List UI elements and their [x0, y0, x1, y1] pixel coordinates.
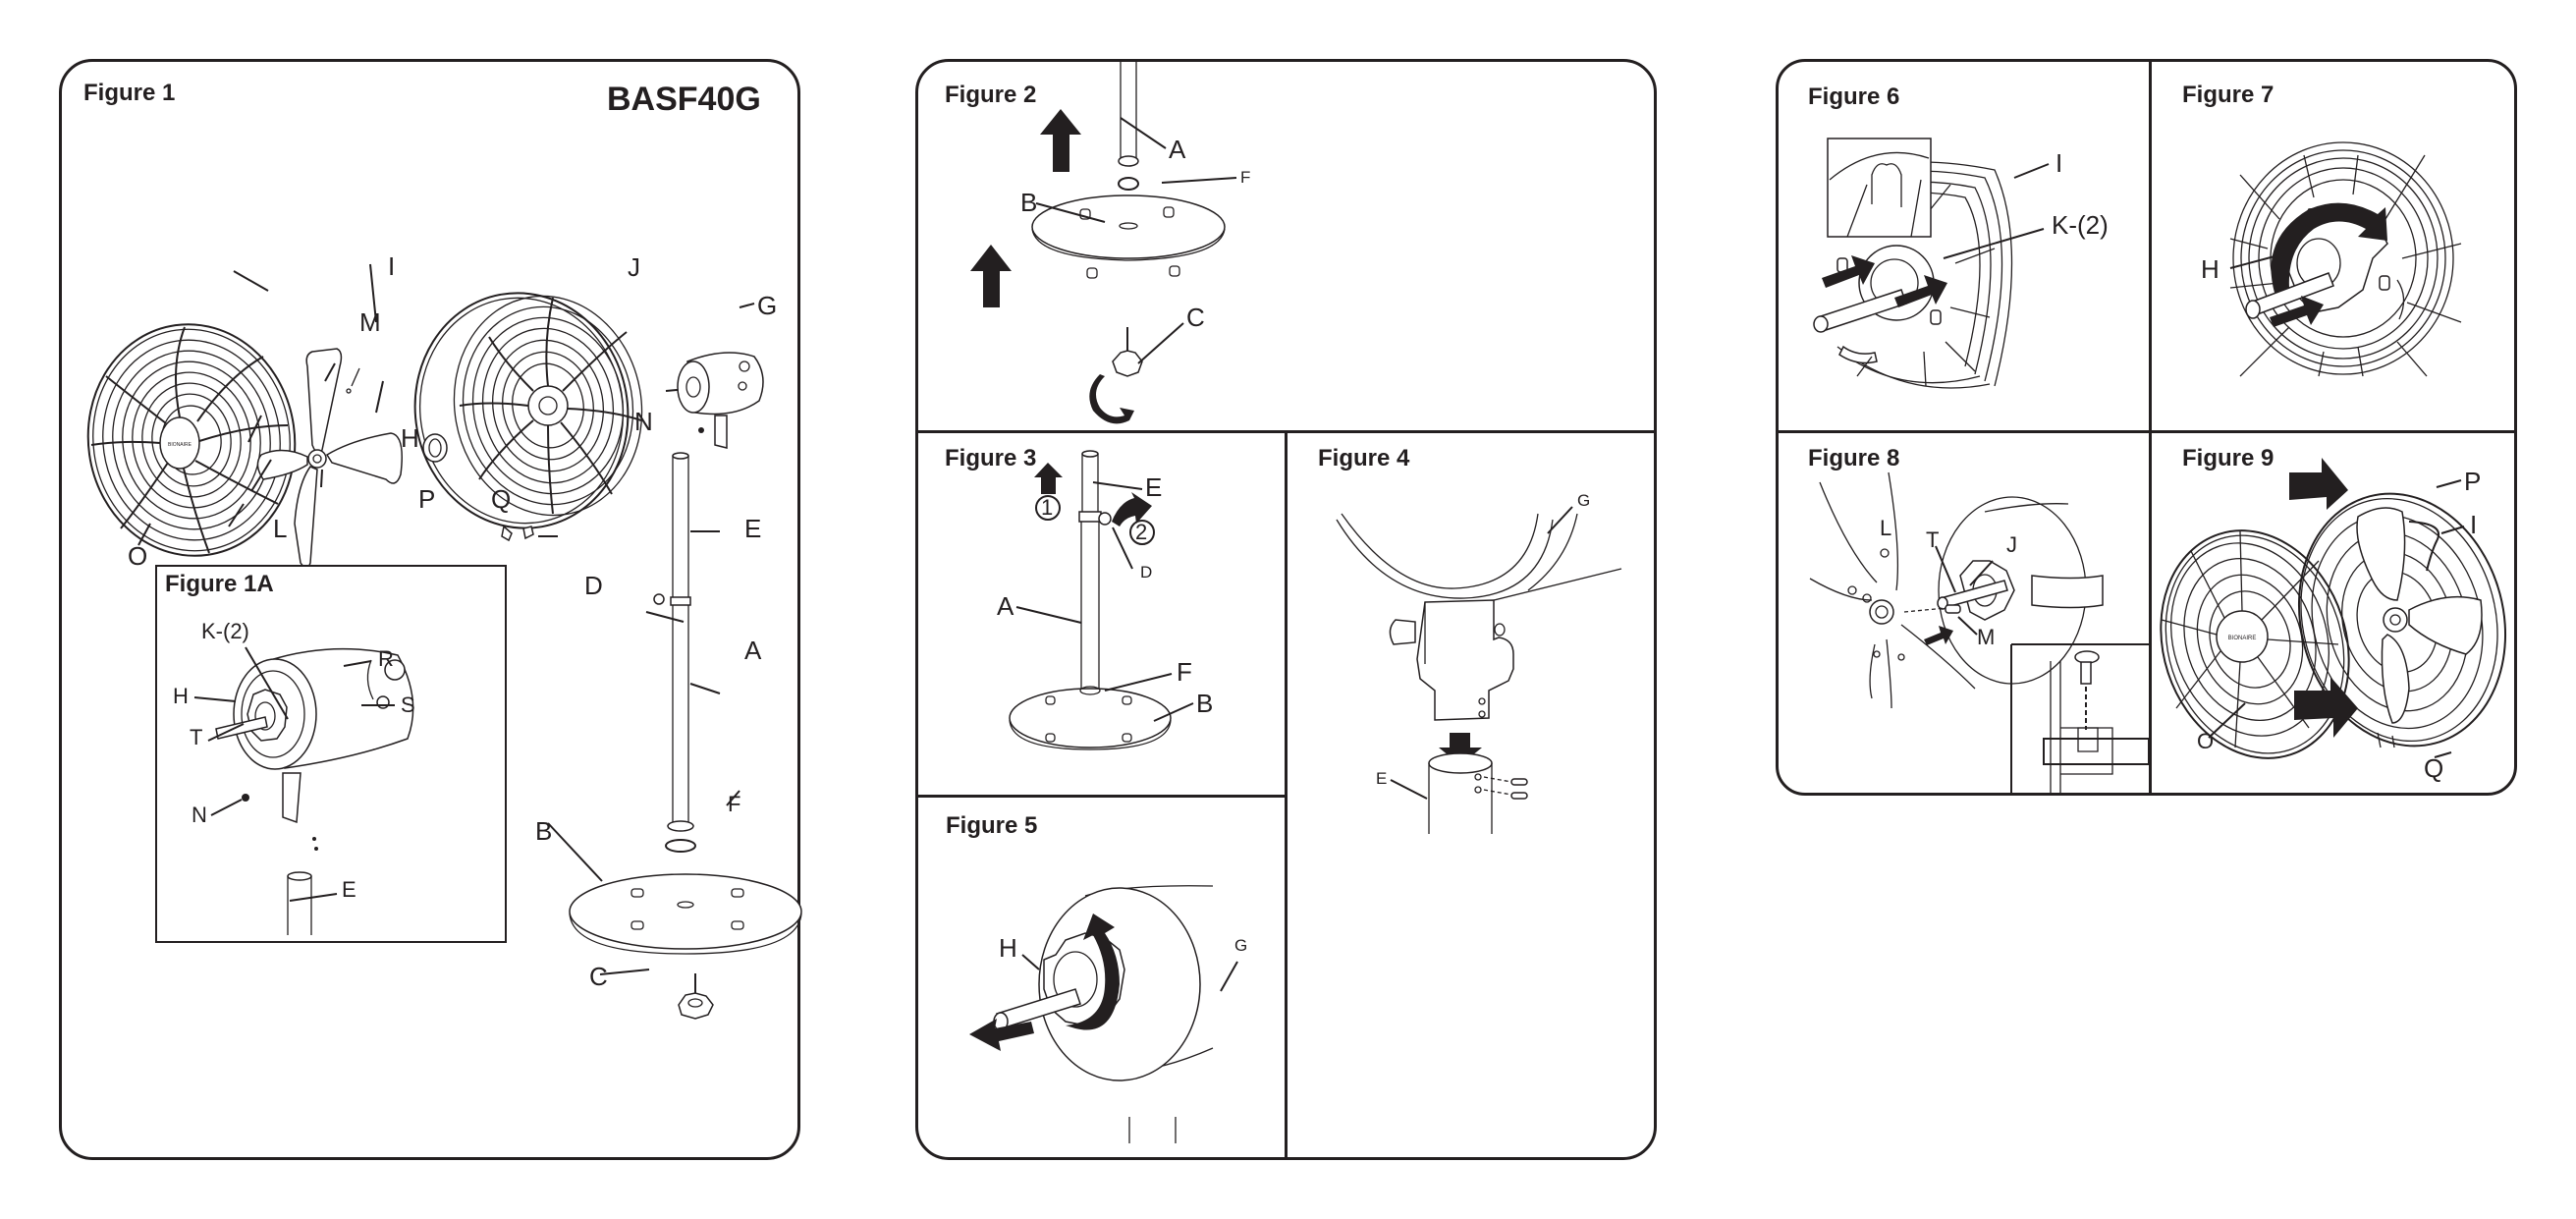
motor-detail-illustration: [226, 640, 422, 935]
motor-head-illustration: [666, 342, 774, 460]
figure-5-cell: Figure 5 H G: [918, 798, 1285, 1157]
label-E: E: [744, 514, 762, 543]
fig3-label-D: D: [1140, 563, 1153, 582]
label-F: F: [728, 792, 741, 816]
fig9-label-I: I: [2470, 510, 2478, 539]
figures-2-5-panel: Figure 2: [915, 59, 1657, 1160]
fig2-label-F: F: [1240, 168, 1251, 187]
fig2-label-B: B: [1020, 188, 1038, 217]
figure-9-illustration: BIONAIRE: [2152, 458, 2514, 793]
label-1a-E: E: [342, 877, 356, 902]
front-guard-illustration: BIONAIRE: [82, 317, 302, 563]
base-plate-illustration: [553, 867, 818, 1064]
label-1a-N: N: [192, 803, 207, 827]
figure-9-title: Figure 9: [2182, 445, 2275, 471]
figure-5-title: Figure 5: [946, 812, 1038, 839]
fig9-label-O: O: [2197, 729, 2215, 753]
figure-7-illustration: [2152, 62, 2514, 430]
panel-2-vertical-divider: [1285, 430, 1288, 1157]
figure-4-title: Figure 4: [1318, 445, 1410, 471]
label-B: B: [535, 816, 553, 846]
label-D: D: [584, 571, 603, 600]
label-G: G: [757, 291, 778, 320]
fig3-label-step2: 2: [1135, 520, 1148, 544]
label-J: J: [628, 252, 640, 282]
panel-3-horizontal-divider: [1779, 430, 2514, 433]
fig6-label-I: I: [2055, 148, 2063, 178]
fig2-label-A: A: [1169, 135, 1186, 164]
label-1a-H: H: [173, 684, 189, 708]
fig9-label-P: P: [2464, 467, 2482, 496]
label-1a-K: K-(2): [201, 619, 249, 643]
label-L: L: [273, 514, 288, 543]
figure-1a-title: Figure 1A: [165, 571, 274, 597]
front-guard-brand-fig9: BIONAIRE: [2228, 636, 2257, 641]
label-O: O: [128, 541, 148, 571]
label-M: M: [359, 307, 381, 337]
figure-8-title: Figure 8: [1808, 445, 1900, 471]
front-guard-brand: BIONAIRE: [168, 442, 192, 448]
label-H: H: [401, 423, 419, 453]
figure-6-illustration: [1779, 62, 2149, 430]
figure-1-leaders: [62, 62, 803, 1163]
figure-1a-inset: Figure 1A: [155, 565, 507, 943]
figure-5-illustration: [969, 798, 1285, 1157]
figure-4-illustration: [1288, 433, 1654, 1157]
fig4-label-E: E: [1376, 769, 1388, 788]
fig2-label-C: C: [1186, 303, 1205, 332]
figure-3-title: Figure 3: [945, 445, 1037, 471]
fig7-label-H: H: [2201, 254, 2220, 284]
figure-7-cell: Figure 7: [2152, 62, 2514, 430]
figure-9-cell: Figure 9: [2152, 433, 2514, 793]
panel-2-fig3-fig5-divider: [918, 795, 1287, 798]
figure-1-title: Figure 1: [83, 80, 176, 106]
label-A: A: [744, 636, 762, 665]
model-number: BASF40G: [607, 81, 761, 118]
figure-7-title: Figure 7: [2182, 82, 2275, 108]
fig3-label-E: E: [1145, 472, 1163, 502]
figure-1-panel: Figure 1 BASF40G BIONAIRE: [59, 59, 800, 1160]
fig3-label-step1: 1: [1041, 495, 1054, 520]
fig4-label-G: G: [1577, 491, 1591, 510]
figure-1a-leaders: [157, 567, 509, 945]
figure-6-title: Figure 6: [1808, 83, 1900, 110]
figure-2-title: Figure 2: [945, 82, 1037, 108]
figure-2-illustration: [970, 62, 1654, 424]
fig6-label-K: K-(2): [2052, 210, 2109, 240]
figure-2-cell: Figure 2: [918, 62, 1654, 430]
fig3-label-F: F: [1177, 657, 1192, 687]
label-1a-T: T: [190, 725, 203, 749]
fig8-label-T: T: [1926, 527, 1940, 552]
fig8-label-J: J: [2006, 532, 2017, 557]
figure-6-cell: Figure 6: [1779, 62, 2149, 430]
fan-blade-illustration: [253, 347, 411, 573]
fig9-label-Q: Q: [2424, 753, 2444, 783]
label-Q: Q: [491, 484, 512, 514]
fig5-label-H: H: [999, 933, 1017, 963]
label-C: C: [589, 962, 608, 991]
panel-3-vertical-divider: [2149, 62, 2152, 793]
fig5-label-G: G: [1234, 936, 1248, 955]
label-P: P: [418, 484, 436, 514]
label-1a-R: R: [378, 646, 394, 671]
figures-6-9-panel: Figure 6: [1776, 59, 2517, 796]
figure-4-cell: Figure 4 G: [1288, 433, 1654, 1157]
fig3-label-B: B: [1196, 689, 1214, 718]
label-1a-S: S: [401, 693, 415, 717]
figure-3-leaders: [918, 433, 1285, 795]
fig3-label-A: A: [997, 591, 1014, 621]
figure-8-cell: Figure 8: [1779, 433, 2149, 793]
fig8-label-M: M: [1977, 625, 1996, 649]
figure-3-cell: Figure 3 1 2 E D A: [918, 433, 1285, 795]
fig8-label-L: L: [1880, 516, 1892, 540]
figure-8-illustration: [1779, 433, 2149, 793]
label-I: I: [388, 251, 396, 281]
rear-guard-illustration: [406, 283, 661, 548]
label-N: N: [634, 407, 653, 436]
figure-3-illustration: [918, 433, 1285, 795]
pole-illustration: [651, 450, 710, 882]
screw-m-leader: [352, 368, 359, 386]
